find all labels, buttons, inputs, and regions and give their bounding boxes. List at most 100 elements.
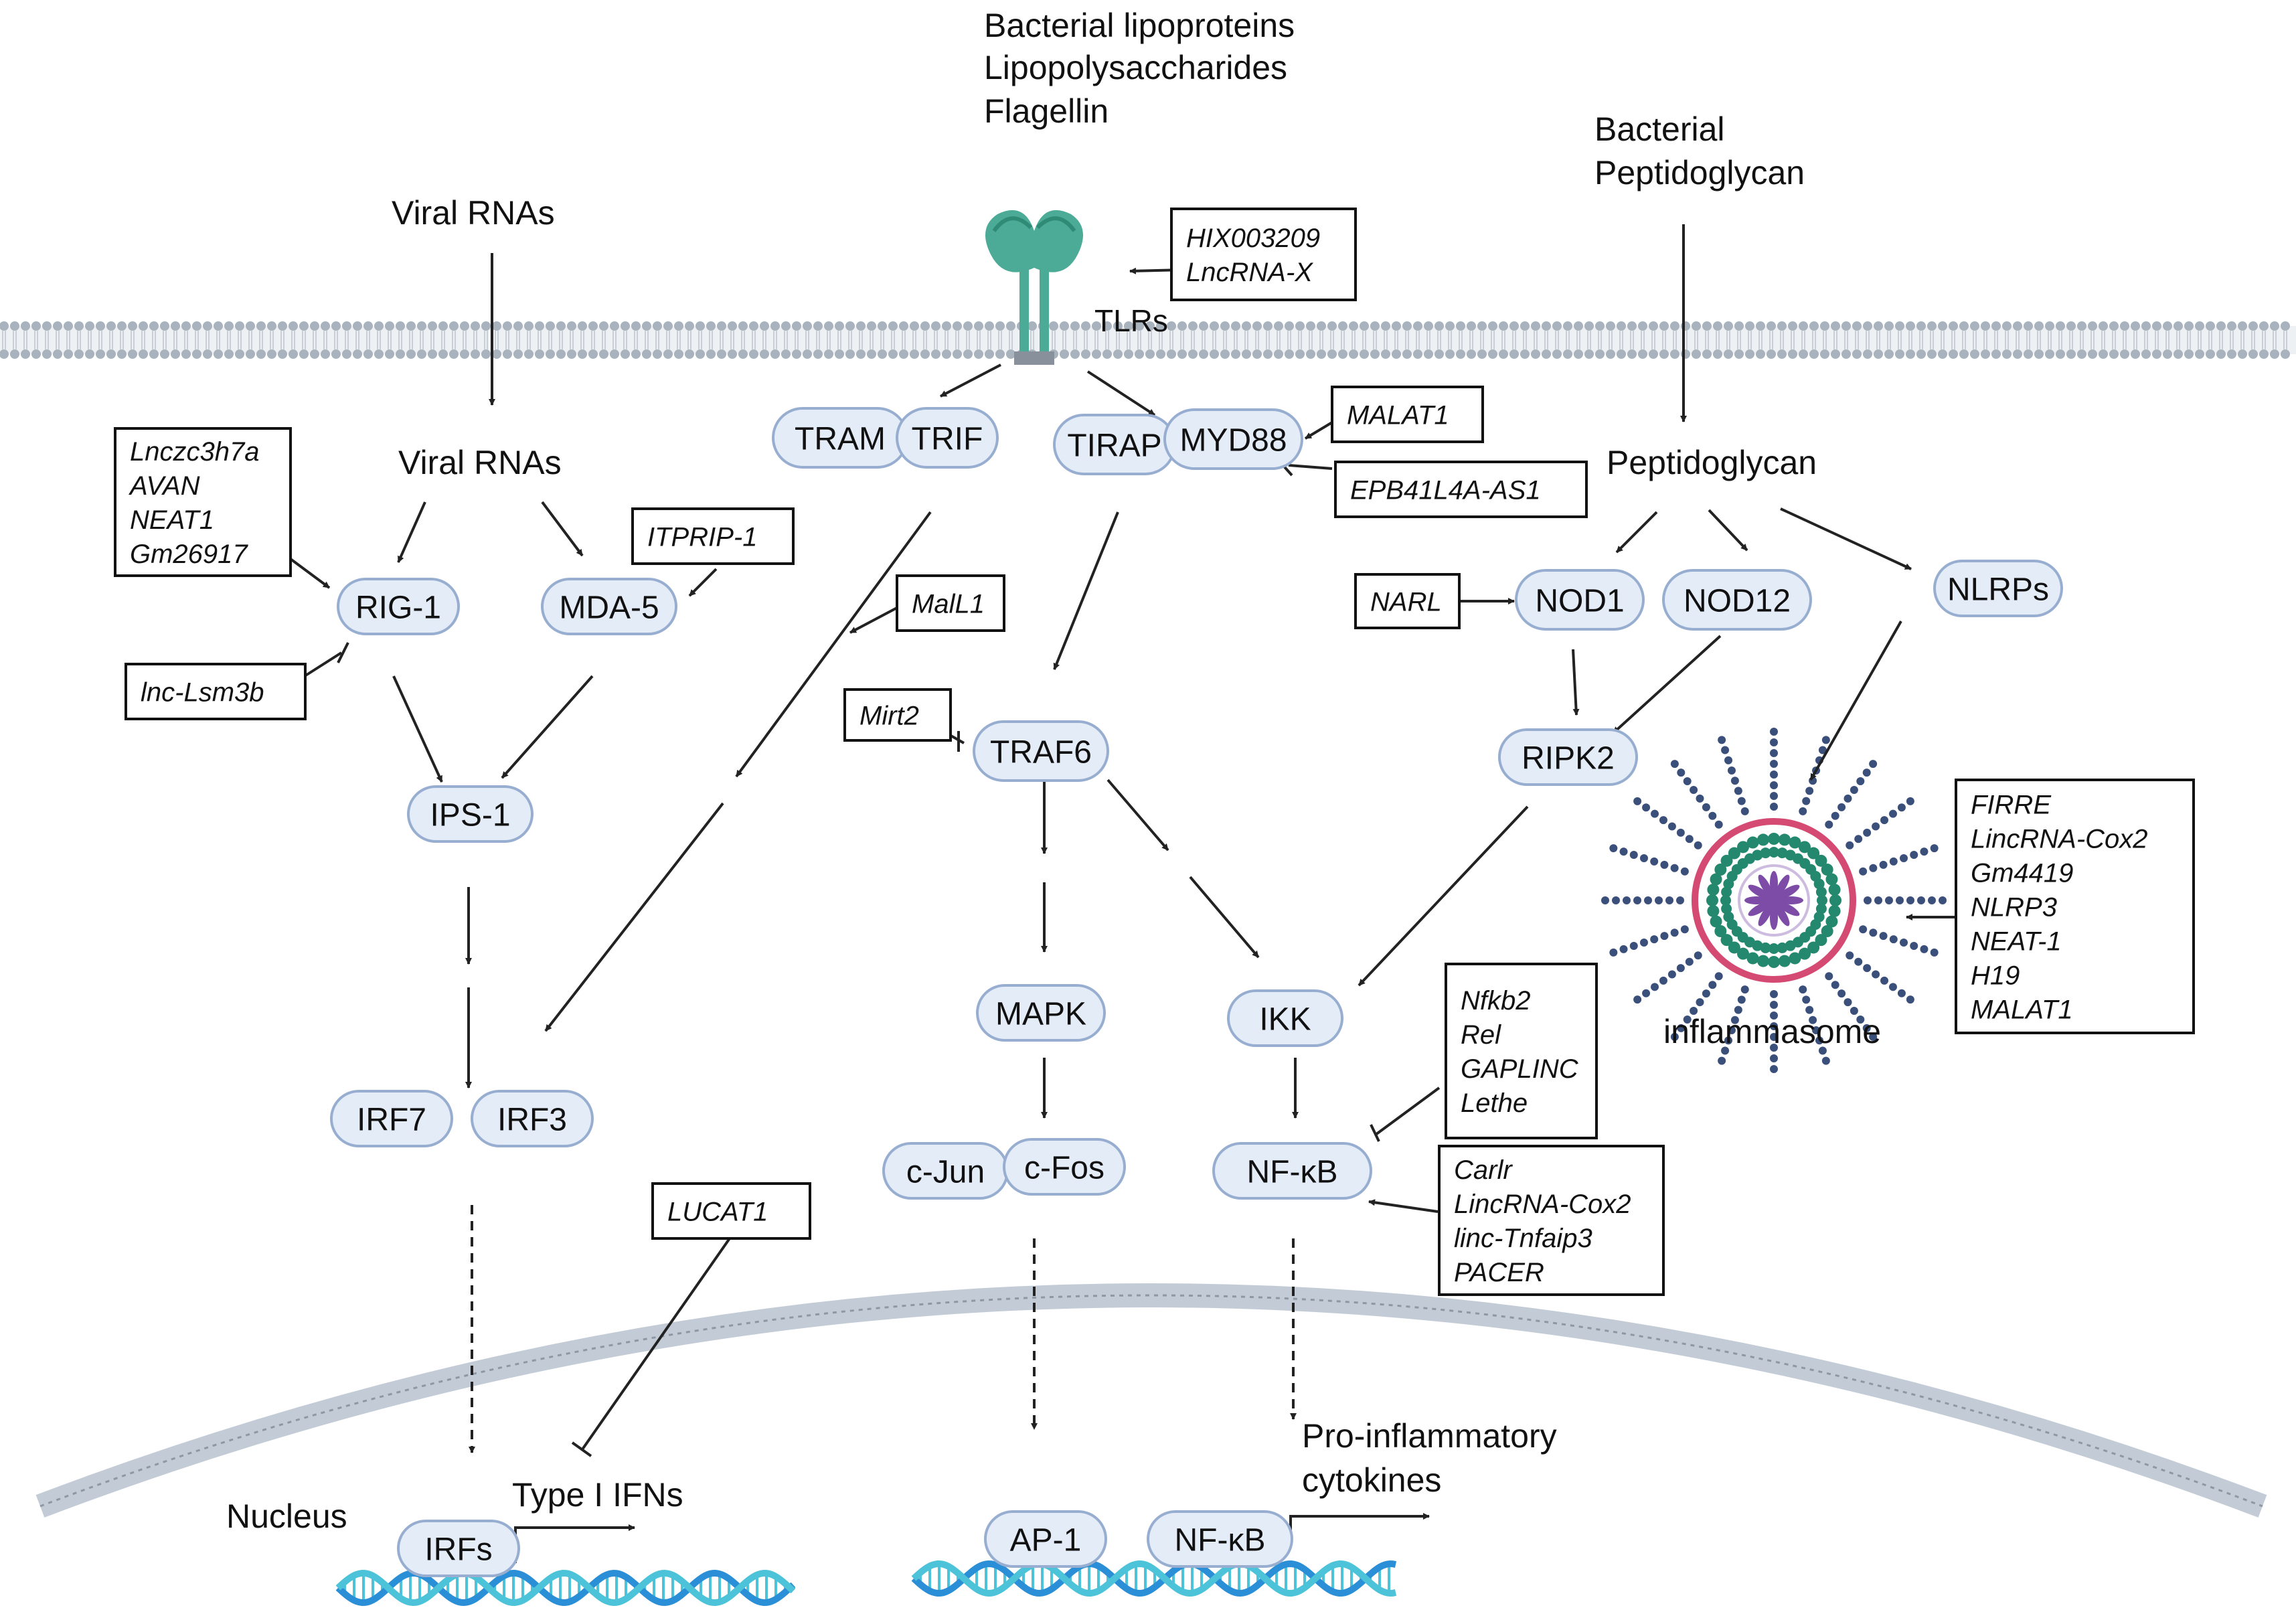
inflammasome-label: inflammasome bbox=[1663, 1013, 1881, 1050]
node-cfos: c-Fos bbox=[1003, 1138, 1126, 1196]
node-label-nod12: NOD12 bbox=[1684, 584, 1791, 619]
lncrna-nfkb_inh-0: Nfkb2 bbox=[1461, 986, 1531, 1016]
svg-text:Flagellin: Flagellin bbox=[984, 92, 1109, 130]
node-nlrps: NLRPs bbox=[1933, 560, 2063, 617]
lncrna-nfkb_inh-1: Rel bbox=[1461, 1020, 1501, 1050]
dna-helix-left bbox=[335, 1569, 796, 1607]
node-label-mda5: MDA-5 bbox=[559, 590, 659, 626]
lncrna-nfkb_inh-3: Lethe bbox=[1461, 1088, 1528, 1118]
node-label-trif: TRIF bbox=[912, 422, 983, 457]
lncrna-nfkb_act-2: linc-Tnfaip3 bbox=[1454, 1224, 1592, 1253]
lncrna-box-mall1: MalL1 bbox=[896, 574, 1005, 632]
lncrna-epb-0: EPB41L4A-AS1 bbox=[1350, 475, 1541, 505]
lncrna-box-malat1: MALAT1 bbox=[1331, 386, 1484, 443]
node-irf7: IRF7 bbox=[330, 1090, 453, 1147]
viral-rnas-top-label: Viral RNAs bbox=[392, 194, 555, 232]
lncrna-nfkb_act-0: Carlr bbox=[1454, 1155, 1513, 1185]
lncrna-inflam_lnc-6: MALAT1 bbox=[1971, 995, 2073, 1024]
lncrna-box-inflam_lnc: FIRRE LincRNA-Cox2Gm4419NLRP3NEAT-1H19MAL… bbox=[1955, 779, 2195, 1034]
svg-text:cytokines: cytokines bbox=[1302, 1461, 1441, 1499]
lncrna-box-lsm3b: lnc-Lsm3b bbox=[125, 663, 307, 720]
lncrna-inflam_lnc-2: Gm4419 bbox=[1971, 858, 2073, 888]
lncrna-inflam_lnc-4: NEAT-1 bbox=[1971, 926, 2062, 956]
svg-text:Bacterial: Bacterial bbox=[1594, 110, 1725, 148]
lncrna-tlr_lnc-0: HIX003209 bbox=[1186, 224, 1320, 253]
lncrna-rig_lnc-3: Gm26917 bbox=[130, 540, 248, 569]
lncrna-inflam_lnc-1: LincRNA-Cox2 bbox=[1971, 824, 2148, 854]
node-label-nod1: NOD1 bbox=[1535, 584, 1624, 619]
node-ikk: IKK bbox=[1227, 989, 1343, 1047]
lncrna-rig_lnc-2: NEAT1 bbox=[130, 505, 214, 535]
node-irfs: IRFs bbox=[397, 1520, 520, 1577]
node-label-traf6: TRAF6 bbox=[990, 735, 1092, 771]
node-label-ripk2: RIPK2 bbox=[1522, 741, 1615, 777]
svg-text:Peptidoglycan: Peptidoglycan bbox=[1594, 154, 1805, 191]
node-label-mapk: MAPK bbox=[995, 997, 1086, 1032]
bacterial-ligands-label: Bacterial lipoproteins Lipopolysaccharid… bbox=[984, 7, 1295, 130]
node-ripk2: RIPK2 bbox=[1498, 728, 1638, 786]
node-label-cjun: c-Jun bbox=[906, 1155, 985, 1190]
lncrna-nfkb_act-3: PACER bbox=[1454, 1258, 1544, 1287]
lncrna-itprip-0: ITPRIP-1 bbox=[647, 522, 757, 552]
node-mapk: MAPK bbox=[976, 984, 1106, 1042]
inflammasome-icon bbox=[1601, 728, 1947, 1073]
node-traf6: TRAF6 bbox=[973, 720, 1109, 782]
lncrna-mall1-0: MalL1 bbox=[912, 589, 985, 619]
node-label-tirap: TIRAP bbox=[1067, 428, 1161, 464]
lncrna-box-epb: EPB41L4A-AS1 bbox=[1334, 461, 1588, 518]
peptidoglycan-label: Peptidoglycan bbox=[1607, 444, 1817, 481]
nuclear-membrane bbox=[35, 1283, 2267, 1518]
node-label-ap1: AP-1 bbox=[1010, 1523, 1082, 1558]
node-label-irf7: IRF7 bbox=[357, 1103, 426, 1138]
tlr-receptor-icon bbox=[985, 210, 1083, 365]
node-label-ikk: IKK bbox=[1259, 1002, 1311, 1038]
lncrna-nfkb_inh-2: GAPLINC bbox=[1461, 1054, 1579, 1084]
node-ips1: IPS-1 bbox=[407, 785, 534, 843]
lncrna-inflam_lnc-3: NLRP3 bbox=[1971, 892, 2057, 922]
node-label-nfkb_nuc: NF-κB bbox=[1175, 1523, 1266, 1558]
nucleus-label: Nucleus bbox=[226, 1498, 347, 1535]
node-label-irfs: IRFs bbox=[424, 1532, 492, 1568]
lncrna-rig_lnc-1: AVAN bbox=[129, 471, 200, 501]
node-cjun: c-Jun bbox=[882, 1142, 1009, 1200]
node-irf3: IRF3 bbox=[471, 1090, 594, 1147]
lncrna-rig_lnc-0: Lnczc3h7a bbox=[130, 437, 259, 467]
lncrna-nfkb_act-1: LincRNA-Cox2 bbox=[1454, 1190, 1631, 1219]
node-trif: TRIF bbox=[896, 407, 999, 469]
node-label-nfkb: NF-κB bbox=[1247, 1155, 1338, 1190]
node-nfkb_nuc: NF-κB bbox=[1147, 1510, 1293, 1568]
lncrna-malat1-0: MALAT1 bbox=[1347, 400, 1449, 430]
lncrna-box-narl: NARL bbox=[1354, 573, 1461, 629]
lncrna-lucat1-0: LUCAT1 bbox=[667, 1197, 768, 1226]
lncrna-tlr_lnc-1: LncRNA-X bbox=[1186, 258, 1313, 287]
lncrna-inflam_lnc-5: H19 bbox=[1971, 961, 2020, 990]
lncrna-mirt2-0: Mirt2 bbox=[859, 701, 919, 730]
tlrs-label: TLRs bbox=[1094, 303, 1168, 338]
node-rig1: RIG-1 bbox=[337, 578, 460, 635]
node-label-nlrps: NLRPs bbox=[1947, 572, 2049, 608]
svg-text:Lipopolysaccharides: Lipopolysaccharides bbox=[984, 49, 1287, 86]
lncrna-lsm3b-0: lnc-Lsm3b bbox=[141, 677, 264, 707]
node-nod12: NOD12 bbox=[1662, 569, 1812, 631]
dna-helix-right bbox=[911, 1560, 1397, 1597]
node-nfkb: NF-κB bbox=[1212, 1142, 1372, 1200]
node-label-irf3: IRF3 bbox=[497, 1103, 567, 1138]
dashed-arrows bbox=[469, 1205, 1297, 1453]
lncrna-inflam_lnc-0: FIRRE bbox=[1971, 790, 2052, 819]
lncrna-narl-0: NARL bbox=[1370, 587, 1442, 617]
node-label-cfos: c-Fos bbox=[1024, 1151, 1104, 1186]
lncrna-box-lucat1: LUCAT1 bbox=[651, 1182, 811, 1240]
node-label-tram: TRAM bbox=[795, 422, 886, 457]
pro-inflammatory-label: Pro-inflammatory cytokines bbox=[1302, 1417, 1557, 1499]
bacterial-peptidoglycan-label: Bacterial Peptidoglycan bbox=[1594, 110, 1805, 191]
node-nod1: NOD1 bbox=[1515, 569, 1645, 631]
node-tram: TRAM bbox=[772, 407, 908, 469]
node-tirap: TIRAP bbox=[1053, 414, 1176, 475]
node-label-rig1: RIG-1 bbox=[355, 590, 441, 626]
node-label-myd88: MYD88 bbox=[1179, 423, 1287, 459]
node-mda5: MDA-5 bbox=[541, 578, 677, 635]
